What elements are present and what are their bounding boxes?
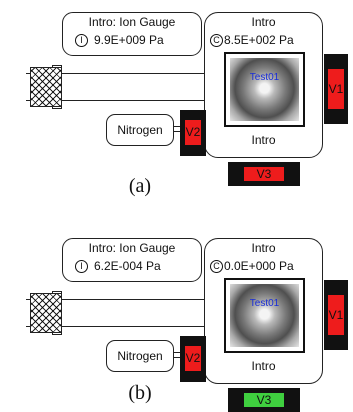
- ion-gauge-icon: I: [75, 260, 88, 273]
- nitrogen-pipe: [174, 126, 182, 132]
- caption-a: (a): [128, 175, 152, 197]
- nitrogen-source[interactable]: Nitrogen: [106, 340, 174, 372]
- valve-v3[interactable]: V3: [228, 162, 300, 186]
- valve-v2-label: V2: [184, 119, 202, 146]
- valve-v3-label: V3: [243, 392, 285, 408]
- nitrogen-label: Nitrogen: [117, 123, 163, 137]
- ion-gauge-readout[interactable]: Intro: Ion Gauge I 9.9E+009 Pa: [62, 12, 202, 56]
- valve-v2[interactable]: V2: [180, 110, 206, 156]
- valve-v3[interactable]: V3: [228, 388, 300, 412]
- camera-viewport[interactable]: Test01: [224, 52, 305, 127]
- chamber-pressure: 8.5E+002 Pa: [224, 33, 294, 47]
- nitrogen-label: Nitrogen: [117, 349, 163, 363]
- valve-v2-label: V2: [184, 345, 202, 372]
- filter-icon: [30, 293, 62, 333]
- camera-viewport[interactable]: Test01: [224, 278, 305, 353]
- viewport-label: Test01: [249, 298, 280, 309]
- chamber-gauge-icon: C: [210, 34, 223, 47]
- chamber-gauge-icon: C: [210, 260, 223, 273]
- valve-v3-label: V3: [243, 166, 285, 182]
- valve-v1-label: V1: [327, 294, 345, 336]
- chamber-pressure: 0.0E+000 Pa: [224, 259, 294, 273]
- camera-image: Test01: [230, 284, 299, 347]
- viewport-label: Test01: [249, 72, 280, 83]
- valve-v2[interactable]: V2: [180, 336, 206, 382]
- filter-icon: [30, 67, 62, 107]
- valve-v1-label: V1: [327, 68, 345, 110]
- chamber-bottom-label: Intro: [251, 133, 276, 147]
- nitrogen-source[interactable]: Nitrogen: [106, 114, 174, 146]
- ion-gauge-value: 9.9E+009 Pa: [94, 33, 164, 47]
- ion-gauge-icon: I: [75, 34, 88, 47]
- chamber-name: Intro: [251, 15, 276, 29]
- caption-b: (b): [128, 382, 152, 404]
- chamber-name: Intro: [251, 241, 276, 255]
- chamber-bottom-label: Intro: [251, 359, 276, 373]
- camera-image: Test01: [230, 58, 299, 121]
- ion-gauge-readout[interactable]: Intro: Ion Gauge I 6.2E-004 Pa: [62, 238, 202, 282]
- valve-v1[interactable]: V1: [324, 54, 348, 124]
- nitrogen-pipe: [174, 352, 182, 358]
- ion-gauge-title: Intro: Ion Gauge: [88, 15, 176, 29]
- ion-gauge-value: 6.2E-004 Pa: [94, 259, 161, 273]
- ion-gauge-title: Intro: Ion Gauge: [88, 241, 176, 255]
- valve-v1[interactable]: V1: [324, 280, 348, 350]
